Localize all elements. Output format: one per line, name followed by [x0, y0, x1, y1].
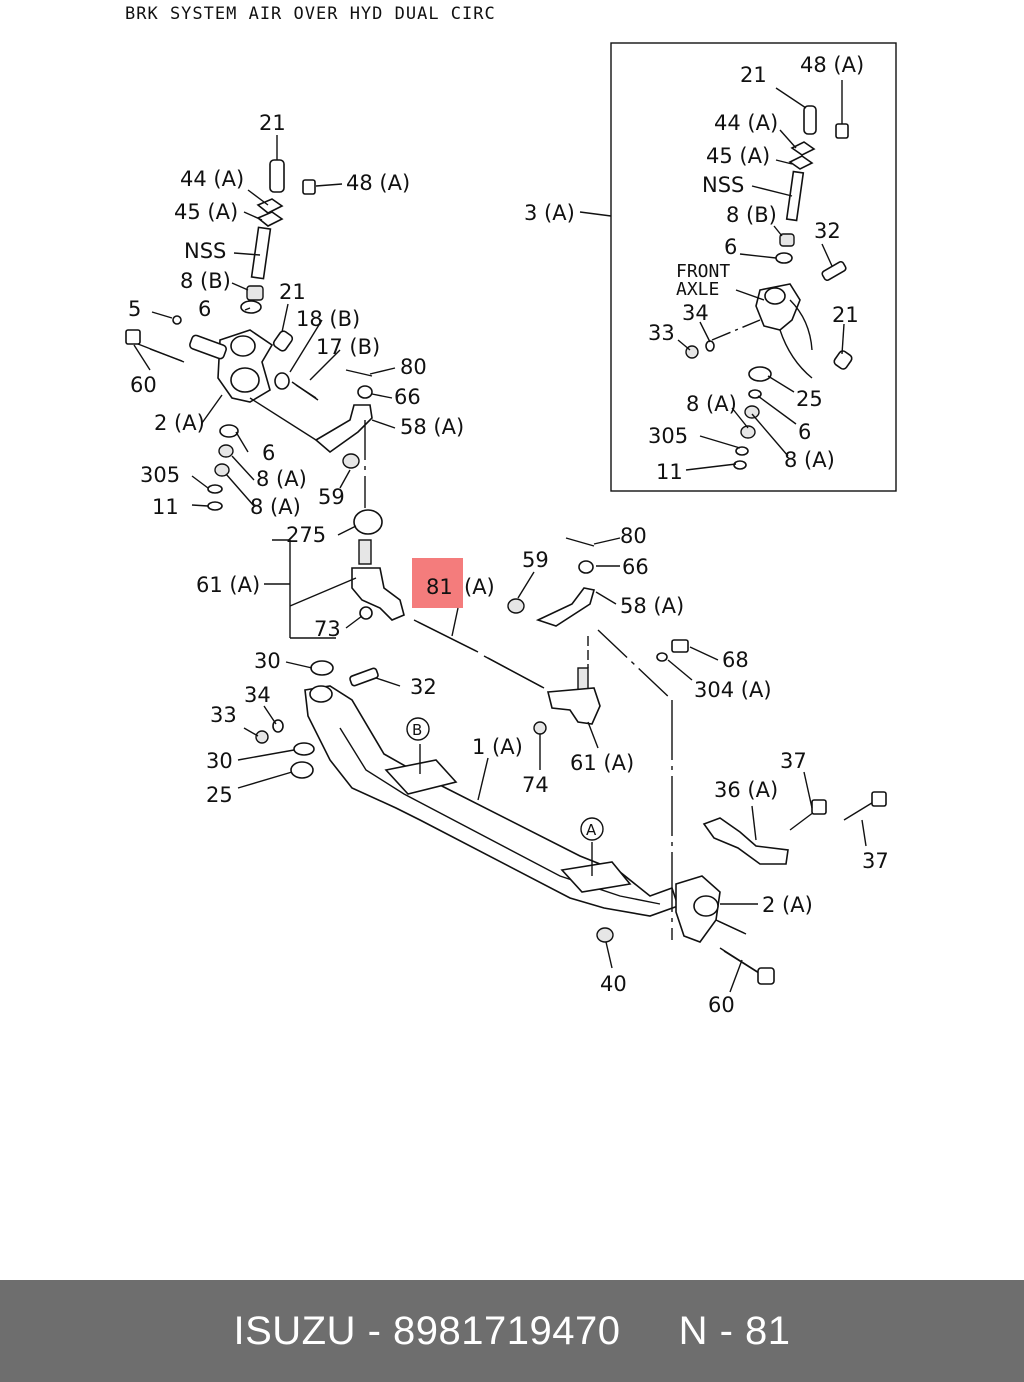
callout-59-left[interactable]: 59: [318, 485, 345, 509]
inset-callouts: 21 48 (A) 44 (A) 45 (A) NSS 3 (A) 8 (B) …: [524, 53, 864, 484]
highlight-box[interactable]: [412, 558, 463, 608]
callout-8a-a[interactable]: 8 (A): [256, 467, 307, 491]
callout-6-a[interactable]: 6: [198, 297, 211, 321]
callout-8b[interactable]: 8 (B): [180, 269, 231, 293]
inset-callout-45a[interactable]: 45 (A): [706, 144, 770, 168]
parts-diagram: B A 21 44 (A) 48 (A) 45 (A) NSS 8 (B) 21…: [125, 42, 897, 1017]
inset-front-label: FRONT: [676, 261, 730, 282]
callout-275[interactable]: 275: [286, 523, 326, 547]
callout-45a[interactable]: 45 (A): [174, 200, 238, 224]
marker-b-circle: [406, 717, 430, 741]
callout-33-left[interactable]: 33: [210, 703, 237, 727]
callout-2a-right[interactable]: 2 (A): [762, 893, 813, 917]
callout-48a[interactable]: 48 (A): [346, 171, 410, 195]
callout-66-right[interactable]: 66: [622, 555, 649, 579]
callout-1a[interactable]: 1 (A): [472, 735, 523, 759]
footer-part-number: 8981719470: [393, 1308, 621, 1353]
part-drawings: [125, 105, 887, 985]
callout-32-left[interactable]: 32: [410, 675, 437, 699]
inset-callout-48a[interactable]: 48 (A): [800, 53, 864, 77]
inset-callout-32[interactable]: 32: [814, 219, 841, 243]
inset-callout-25[interactable]: 25: [796, 387, 823, 411]
callout-81-suffix[interactable]: (A): [464, 575, 495, 599]
callout-21-mid[interactable]: 21: [279, 280, 306, 304]
callout-61a-right[interactable]: 61 (A): [570, 751, 634, 775]
marker-a-circle: [580, 817, 604, 841]
callout-60-right[interactable]: 60: [708, 993, 735, 1017]
inset-callout-6[interactable]: 6: [724, 235, 737, 259]
callout-21-top[interactable]: 21: [259, 111, 286, 135]
callout-81-number[interactable]: 81: [426, 575, 453, 599]
callout-8a-b[interactable]: 8 (A): [250, 495, 301, 519]
callout-3a[interactable]: 3 (A): [524, 201, 575, 225]
footer-bar: ISUZU - 8981719470 N - 81: [0, 1280, 1024, 1382]
callout-17b[interactable]: 17 (B): [316, 335, 380, 359]
callout-25-left[interactable]: 25: [206, 783, 233, 807]
inset-callout-21[interactable]: 21: [740, 63, 767, 87]
callout-74[interactable]: 74: [522, 773, 549, 797]
callout-60-left[interactable]: 60: [130, 373, 157, 397]
page-title: BRK SYSTEM AIR OVER HYD DUAL CIRC: [125, 4, 496, 24]
callout-304a[interactable]: 304 (A): [694, 678, 772, 702]
callout-30-top[interactable]: 30: [254, 649, 281, 673]
footer-page-ref: N - 81: [678, 1308, 791, 1353]
inset-callout-8b[interactable]: 8 (B): [726, 203, 777, 227]
inset-callout-21-b[interactable]: 21: [832, 303, 859, 327]
callout-37-top[interactable]: 37: [780, 749, 807, 773]
footer-brand: ISUZU: [233, 1308, 356, 1353]
inset-callout-33[interactable]: 33: [648, 321, 675, 345]
inset-callout-nss[interactable]: NSS: [702, 173, 744, 197]
callout-nss[interactable]: NSS: [184, 239, 226, 263]
callout-80-right[interactable]: 80: [620, 524, 647, 548]
callout-5[interactable]: 5: [128, 297, 141, 321]
inset-callout-34[interactable]: 34: [682, 301, 709, 325]
callout-18b[interactable]: 18 (B): [296, 307, 360, 331]
callout-37-right[interactable]: 37: [862, 849, 889, 873]
leader-lines: [133, 80, 867, 993]
inset-callout-8a-a[interactable]: 8 (A): [686, 392, 737, 416]
marker-b: B: [412, 721, 422, 739]
callout-40[interactable]: 40: [600, 972, 627, 996]
marker-a: A: [586, 821, 597, 839]
callout-58a-top[interactable]: 58 (A): [400, 415, 464, 439]
inset-axle-label: AXLE: [676, 279, 719, 300]
callout-59-right[interactable]: 59: [522, 548, 549, 572]
callout-11[interactable]: 11: [152, 495, 179, 519]
footer-text: ISUZU - 8981719470 N - 81: [233, 1308, 791, 1353]
callout-30-bottom[interactable]: 30: [206, 749, 233, 773]
callout-61a-left[interactable]: 61 (A): [196, 573, 260, 597]
inset-frame: [610, 42, 897, 492]
callout-68[interactable]: 68: [722, 648, 749, 672]
inset-callout-11[interactable]: 11: [656, 460, 683, 484]
callout-6-b[interactable]: 6: [262, 441, 275, 465]
callout-305[interactable]: 305: [140, 463, 180, 487]
inset-callout-6-b[interactable]: 6: [798, 420, 811, 444]
callout-44a[interactable]: 44 (A): [180, 167, 244, 191]
callout-2a-left[interactable]: 2 (A): [154, 411, 205, 435]
callout-36a[interactable]: 36 (A): [714, 778, 778, 802]
callout-labels: 21 44 (A) 48 (A) 45 (A) NSS 8 (B) 21 5 6…: [128, 111, 889, 1017]
callout-73[interactable]: 73: [314, 617, 341, 641]
callout-80-top[interactable]: 80: [400, 355, 427, 379]
inset-callout-44a[interactable]: 44 (A): [714, 111, 778, 135]
callout-34-left[interactable]: 34: [244, 683, 271, 707]
inset-callout-8a-b[interactable]: 8 (A): [784, 448, 835, 472]
callout-58a-right[interactable]: 58 (A): [620, 594, 684, 618]
callout-66-top[interactable]: 66: [394, 385, 421, 409]
inset-callout-305[interactable]: 305: [648, 424, 688, 448]
